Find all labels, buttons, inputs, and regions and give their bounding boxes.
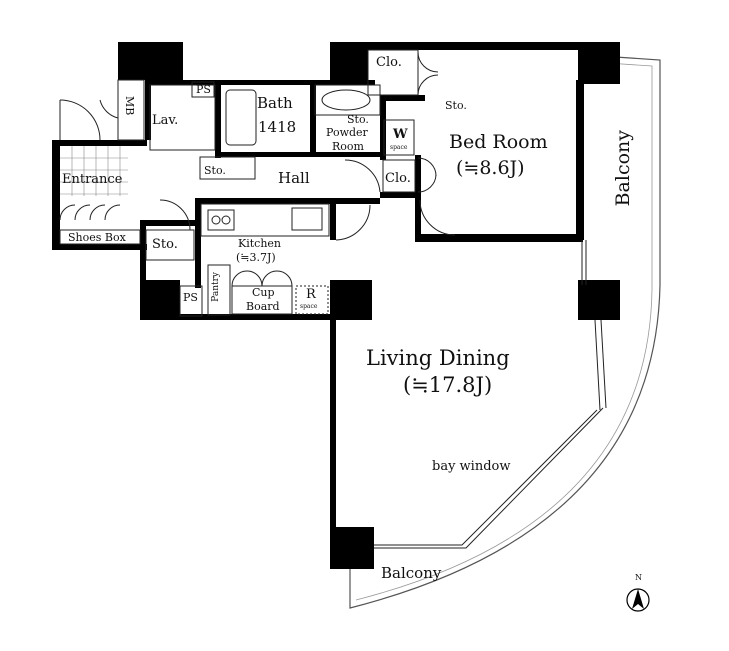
pantry-label: Pantry bbox=[211, 272, 221, 302]
lav-label: Lav. bbox=[152, 113, 179, 128]
balcony-south-label: Balcony bbox=[381, 564, 442, 582]
living-dining-label: Living Dining bbox=[366, 346, 510, 370]
ps-top-label: PS bbox=[196, 83, 211, 96]
bath-label: Bath bbox=[257, 94, 293, 112]
fridge-sub-label: space bbox=[300, 303, 318, 310]
bedroom-size-label: (≒8.6J) bbox=[456, 157, 525, 179]
bath-size-label: 1418 bbox=[258, 118, 297, 136]
sto-powder-label: Sto. bbox=[347, 113, 369, 126]
powder-room-label-1: Powder bbox=[326, 126, 368, 139]
kitchen-size-label: (≒3.7J) bbox=[236, 251, 276, 264]
powder-room-label-2: Room bbox=[332, 140, 364, 153]
entrance-tiles bbox=[60, 146, 128, 196]
washer-label: W bbox=[393, 127, 408, 142]
sto-hall-label: Sto. bbox=[204, 164, 226, 177]
shoes-box-label: Shoes Box bbox=[68, 231, 126, 244]
walls bbox=[52, 42, 620, 569]
north-arrow-icon bbox=[626, 588, 650, 612]
cupboard-label-1: Cup bbox=[252, 286, 275, 299]
bedroom-label: Bed Room bbox=[449, 131, 548, 153]
thin-lines bbox=[59, 49, 607, 549]
sto-entrance-label: Sto. bbox=[152, 237, 178, 252]
clo-top-label: Clo. bbox=[376, 55, 402, 70]
door-swings bbox=[59, 51, 456, 287]
bay-window-label: bay window bbox=[432, 459, 511, 474]
cupboard-label-2: Board bbox=[246, 300, 280, 313]
clo-mid-label: Clo. bbox=[385, 171, 411, 186]
washer-sub-label: space bbox=[390, 144, 408, 151]
balcony-east-label: Balcony bbox=[612, 130, 634, 207]
entrance-label: Entrance bbox=[62, 172, 123, 187]
mb-label: MB bbox=[123, 96, 136, 116]
sto-bedroom-label: Sto. bbox=[445, 99, 467, 112]
living-dining-size-label: (≒17.8J) bbox=[403, 373, 493, 397]
kitchen-label: Kitchen bbox=[238, 237, 281, 250]
north-label: N bbox=[635, 573, 642, 582]
balcony-inner-outline bbox=[355, 61, 653, 601]
hall-label: Hall bbox=[278, 169, 310, 187]
fridge-label: R bbox=[306, 287, 316, 302]
balcony-outline bbox=[349, 54, 661, 609]
ps-bottom-label: PS bbox=[183, 291, 198, 304]
